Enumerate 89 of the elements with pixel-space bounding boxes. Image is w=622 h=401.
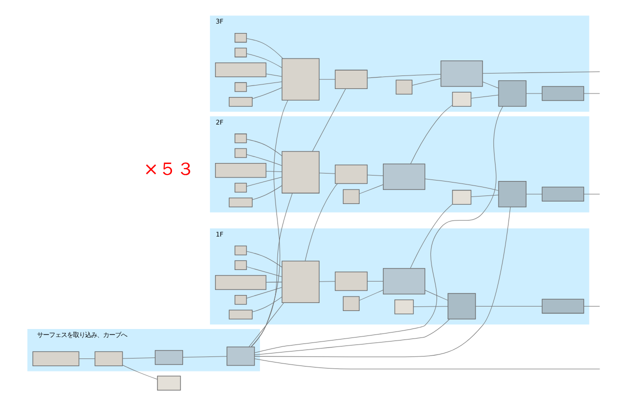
node-box bbox=[156, 376, 180, 390]
node-box bbox=[498, 80, 526, 107]
node-box bbox=[226, 346, 254, 366]
connector bbox=[312, 88, 346, 152]
node-box bbox=[452, 190, 471, 205]
node-box bbox=[214, 62, 266, 78]
connector bbox=[246, 38, 283, 59]
node-box bbox=[228, 97, 252, 107]
connector bbox=[265, 170, 282, 172]
connector bbox=[583, 93, 600, 94]
node-box bbox=[334, 272, 368, 291]
connector bbox=[246, 176, 282, 187]
connector bbox=[470, 94, 498, 98]
label: ×５３ bbox=[142, 158, 194, 180]
node-box bbox=[342, 296, 360, 312]
node-box bbox=[281, 58, 319, 101]
connector bbox=[410, 204, 452, 268]
connector bbox=[318, 281, 335, 282]
connector bbox=[246, 266, 282, 277]
node-box bbox=[154, 350, 183, 365]
connector bbox=[366, 74, 441, 78]
connector bbox=[254, 318, 450, 356]
node-box bbox=[342, 189, 360, 204]
node-box bbox=[447, 293, 476, 320]
node-box bbox=[228, 198, 252, 208]
connector bbox=[122, 358, 155, 359]
node-box bbox=[281, 260, 319, 303]
connector bbox=[410, 104, 452, 164]
connector bbox=[525, 93, 542, 94]
connector bbox=[366, 280, 383, 282]
node-box bbox=[234, 148, 246, 158]
connector bbox=[250, 100, 288, 347]
connector bbox=[254, 206, 510, 358]
connector bbox=[246, 138, 282, 156]
connector bbox=[411, 78, 441, 86]
connector bbox=[318, 172, 335, 174]
connector bbox=[366, 174, 383, 176]
connector bbox=[122, 364, 157, 380]
node-box bbox=[214, 275, 266, 290]
connector bbox=[318, 79, 335, 80]
connector bbox=[482, 82, 498, 88]
node-box bbox=[334, 164, 368, 184]
connector bbox=[470, 194, 498, 197]
node-box bbox=[395, 80, 412, 94]
connector bbox=[265, 74, 282, 77]
connector bbox=[250, 193, 292, 348]
node-box bbox=[234, 48, 246, 58]
connector bbox=[248, 302, 284, 348]
connector bbox=[78, 358, 95, 359]
node-box bbox=[498, 180, 526, 208]
node-box bbox=[234, 134, 246, 144]
node-box bbox=[394, 299, 414, 314]
connector bbox=[424, 290, 448, 301]
node-box bbox=[234, 32, 246, 43]
connector bbox=[246, 154, 282, 166]
connector bbox=[412, 306, 448, 307]
connector bbox=[252, 185, 282, 200]
connector bbox=[424, 178, 498, 191]
connector bbox=[246, 251, 282, 268]
connector bbox=[182, 356, 227, 358]
node-box bbox=[281, 151, 319, 194]
node-box bbox=[541, 86, 584, 101]
connector bbox=[254, 358, 600, 370]
node-box bbox=[32, 351, 79, 366]
node-box bbox=[541, 186, 584, 202]
node-box bbox=[452, 92, 471, 107]
node-box bbox=[440, 60, 482, 87]
node-box bbox=[234, 82, 246, 92]
node-box bbox=[382, 164, 425, 190]
connector bbox=[252, 296, 282, 312]
connector bbox=[304, 183, 338, 262]
connector bbox=[246, 82, 282, 87]
connector bbox=[246, 287, 282, 298]
node-box bbox=[382, 268, 425, 294]
node-box bbox=[234, 295, 246, 305]
node-box bbox=[334, 70, 368, 90]
node-box bbox=[94, 351, 122, 366]
node-box bbox=[234, 260, 246, 270]
node-box bbox=[214, 163, 266, 178]
connector bbox=[482, 71, 600, 74]
node-box bbox=[228, 310, 252, 320]
node-box bbox=[541, 298, 584, 314]
connector bbox=[246, 53, 282, 68]
node-box bbox=[234, 246, 246, 256]
connector bbox=[358, 290, 383, 301]
node-box bbox=[234, 182, 246, 192]
connector bbox=[254, 106, 503, 353]
connector bbox=[358, 184, 383, 194]
connector bbox=[252, 87, 282, 99]
